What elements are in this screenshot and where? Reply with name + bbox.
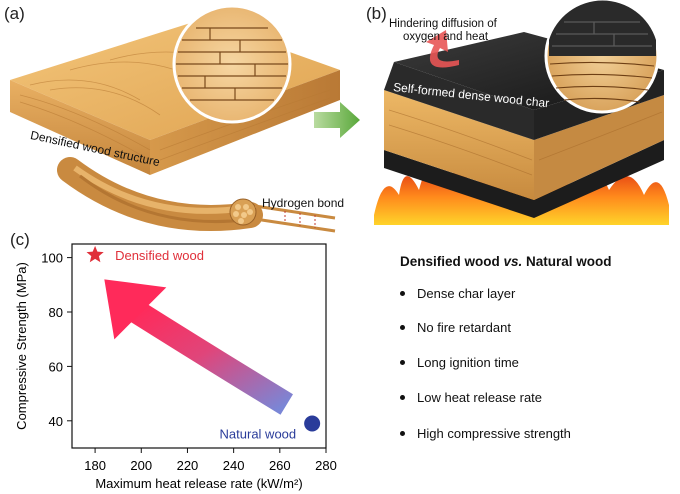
wood-block-side — [150, 70, 340, 175]
diffusion-arrow-icon — [426, 30, 459, 68]
natural-wood-label: Natural wood — [220, 427, 297, 442]
bullet-icon — [400, 324, 405, 330]
wood-block-front — [10, 80, 150, 175]
diffusion-label-line2: oxygen and heat — [403, 31, 489, 43]
y-ticks: 40 60 80 100 — [41, 251, 72, 429]
x-tick-label: 220 — [177, 458, 199, 473]
natural-wood-point — [304, 415, 321, 432]
comparison-title-b: Natural wood — [522, 254, 612, 269]
y-tick-label: 80 — [49, 305, 63, 320]
y-tick-label: 60 — [49, 359, 63, 374]
densified-wood-label: Densified wood — [115, 248, 204, 263]
list-item: Long ignition time — [400, 353, 571, 371]
x-tick-label: 200 — [130, 458, 152, 473]
zoom-circle-b — [544, 0, 660, 114]
trend-arrow-body — [129, 301, 293, 415]
y-tick-label: 40 — [49, 414, 63, 429]
fiber-bundle — [57, 157, 336, 233]
bullet-icon — [400, 290, 405, 296]
densified-wood-point — [86, 245, 104, 263]
y-tick-label: 100 — [41, 251, 63, 266]
bullet-icon — [400, 430, 405, 436]
list-item: Low heat release rate — [400, 388, 571, 406]
panel-c-label: (c) — [10, 230, 30, 249]
comparison-title-vs: vs. — [503, 254, 523, 269]
comparison-list: Dense char layer No fire retardant Long … — [400, 284, 571, 442]
x-tick-label: 180 — [84, 458, 106, 473]
y-axis-label: Compressive Strength (MPa) — [14, 262, 29, 430]
x-ticks: 180 200 220 240 260 280 — [84, 448, 337, 473]
zoom-circle-a — [172, 4, 292, 124]
trend-arrow-head — [104, 279, 167, 340]
x-tick-label: 280 — [315, 458, 337, 473]
densified-wood-illustration — [10, 4, 340, 233]
wood-middle-front — [384, 90, 534, 200]
diffusion-label-line1: Hindering diffusion of — [389, 18, 497, 30]
list-item: No fire retardant — [400, 318, 571, 336]
panel-a-label: (a) — [4, 4, 25, 23]
list-item: High compressive strength — [400, 424, 571, 442]
comparison-title-a: Densified wood — [400, 254, 504, 269]
hydrogen-bond-label: Hydrogen bond — [262, 196, 345, 210]
bullet-icon — [400, 394, 405, 400]
char-layer-bottom — [384, 140, 664, 218]
comparison-title: Densified wood vs. Natural wood — [400, 254, 612, 269]
wood-middle-side — [534, 95, 664, 200]
bullet-icon — [400, 359, 405, 365]
list-item: Dense char layer — [400, 284, 571, 302]
transition-arrow-icon — [314, 102, 360, 138]
x-tick-label: 260 — [269, 458, 291, 473]
x-axis-label: Maximum heat release rate (kW/m²) — [95, 476, 302, 491]
charred-wood-illustration — [374, 0, 669, 225]
plot-frame — [71, 243, 327, 449]
x-tick-label: 240 — [223, 458, 245, 473]
panel-b-label: (b) — [366, 4, 387, 23]
scatter-chart: 180 200 220 240 260 280 40 60 80 100 Densified w… — [14, 243, 337, 491]
